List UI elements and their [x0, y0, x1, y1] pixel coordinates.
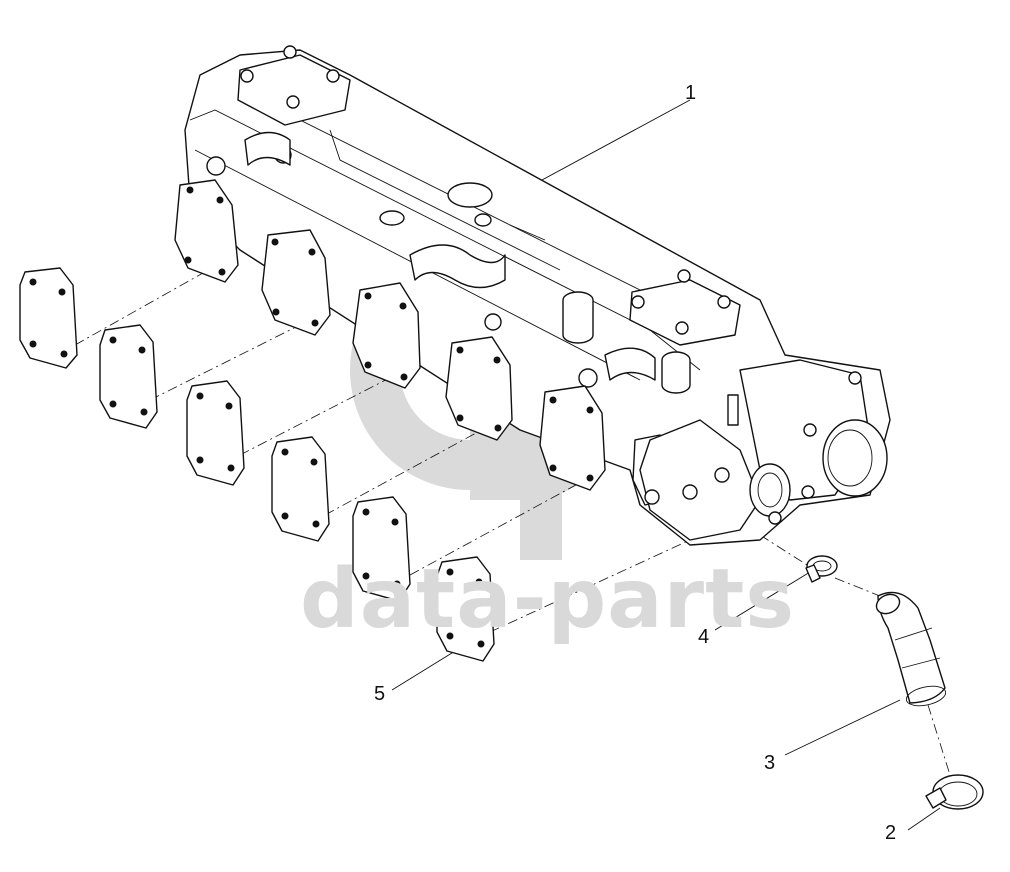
gasket: [271, 436, 330, 542]
callout-4: 4: [698, 626, 710, 648]
gasket: [186, 380, 245, 486]
gasket: [436, 556, 495, 662]
callout-3: 3: [764, 752, 776, 774]
callout-2: 2: [885, 822, 897, 844]
clamp-part-2: [925, 774, 984, 810]
gasket: [99, 324, 158, 429]
hose-part-3: [875, 591, 947, 707]
callout-1: 1: [685, 82, 697, 104]
clamp-part-4: [805, 555, 838, 583]
gasket: [19, 267, 78, 369]
gaskets-part-5: [19, 267, 495, 662]
callout-5: 5: [374, 683, 386, 705]
manifold-part-1: [174, 45, 891, 546]
gasket: [352, 496, 411, 602]
leader-lines: [74, 99, 951, 831]
